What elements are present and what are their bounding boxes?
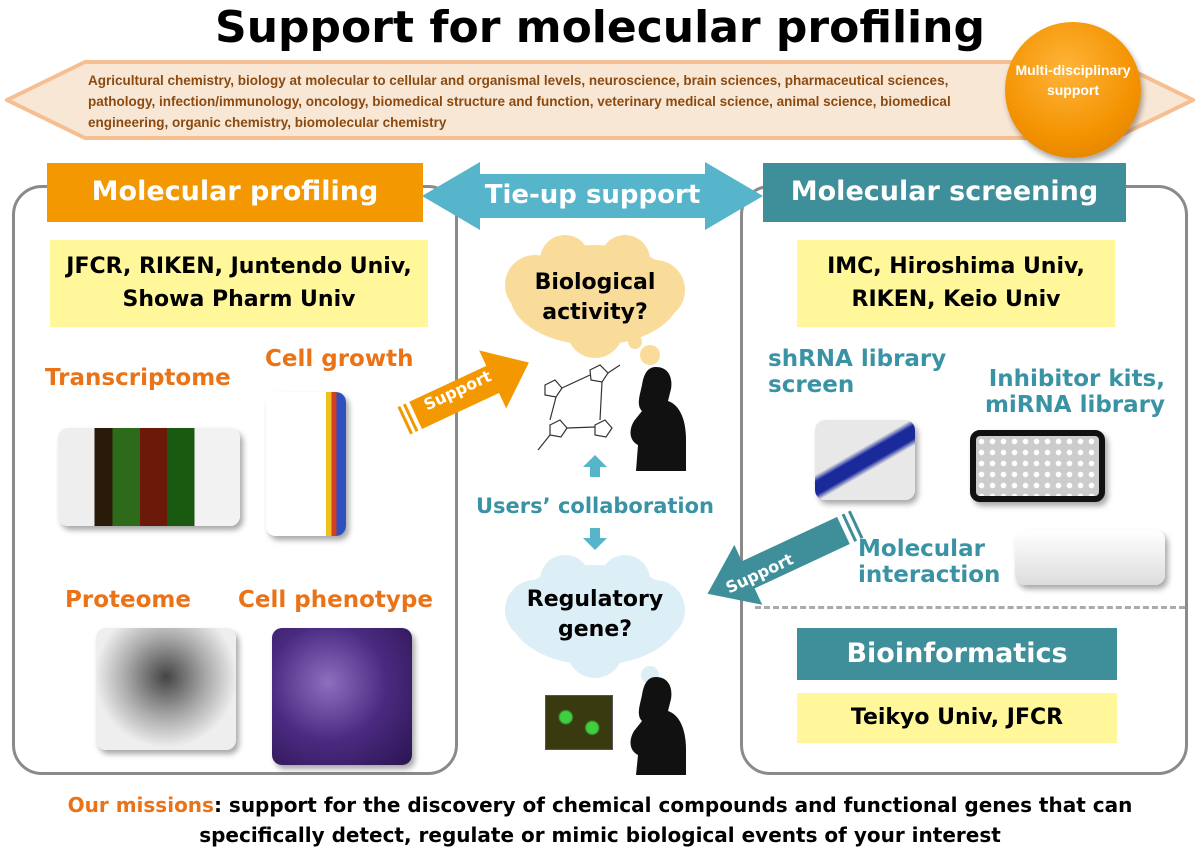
thinking-person-icon-2 [630, 677, 686, 775]
screening-institutions: IMC, Hiroshima Univ, RIKEN, Keio Univ [797, 240, 1115, 327]
arrow-down-icon [583, 528, 607, 550]
users-collaboration-label: Users’ collaboration [476, 494, 714, 518]
thinking-person-icon [630, 367, 686, 471]
mission-text-1: : support for the discovery of chemical … [213, 793, 1133, 817]
regulatory-gene-text: Regulatory gene? [526, 587, 664, 642]
regulatory-gene-cloud [505, 555, 685, 684]
molecular-interaction-label: Molecular interaction [858, 536, 1001, 588]
divider [755, 606, 1185, 609]
molecular-screening-header: Molecular screening [763, 163, 1126, 222]
mission-label: Our missions [67, 793, 214, 817]
multidisciplinary-badge: Multi-disciplinary support [1005, 22, 1141, 158]
support-arrow-orange [397, 350, 529, 435]
bioinformatics-header: Bioinformatics [797, 628, 1117, 680]
cell-fluorescence-image [545, 695, 613, 750]
proteome-label: Proteome [65, 587, 191, 613]
cell-growth-label: Cell growth [265, 346, 414, 372]
transcriptome-label: Transcriptome [45, 365, 231, 391]
bioinformatics-institutions: Teikyo Univ, JFCR [797, 693, 1117, 743]
biological-activity-cloud [505, 235, 685, 365]
banner-arrow [5, 60, 1195, 140]
well-plate-image [970, 430, 1105, 502]
page-title: Support for molecular profiling [215, 2, 985, 53]
molecular-profiling-header: Molecular profiling [47, 163, 423, 222]
cell-phenotype-label: Cell phenotype [238, 587, 433, 613]
shrna-label: shRNA library screen [768, 346, 947, 398]
cell-growth-image [266, 392, 346, 536]
mission-line-1: Our missions: support for the discovery … [0, 790, 1200, 820]
inhibitor-kits-label: Inhibitor kits, miRNA library [984, 366, 1165, 418]
proteome-gel-image [96, 628, 236, 750]
cell-phenotype-image [272, 628, 412, 765]
disciplines-text: Agricultural chemistry, biology at molec… [88, 73, 951, 130]
transcriptome-heatmap-image [58, 428, 240, 526]
arrow-up-icon [583, 455, 607, 477]
tie-up-arrow [422, 162, 763, 230]
interaction-chart-image [1015, 530, 1165, 585]
shrna-scatter-image [815, 420, 915, 500]
mission-text-2: specifically detect, regulate or mimic b… [199, 823, 1001, 847]
profiling-institutions: JFCR, RIKEN, Juntendo Univ, Showa Pharm … [50, 240, 428, 327]
biological-activity-text: Biological activity? [534, 270, 656, 325]
molecule-structure-icon [537, 364, 621, 451]
tie-up-label: Tie-up support [484, 180, 701, 210]
support-arrow-teal [707, 510, 864, 605]
